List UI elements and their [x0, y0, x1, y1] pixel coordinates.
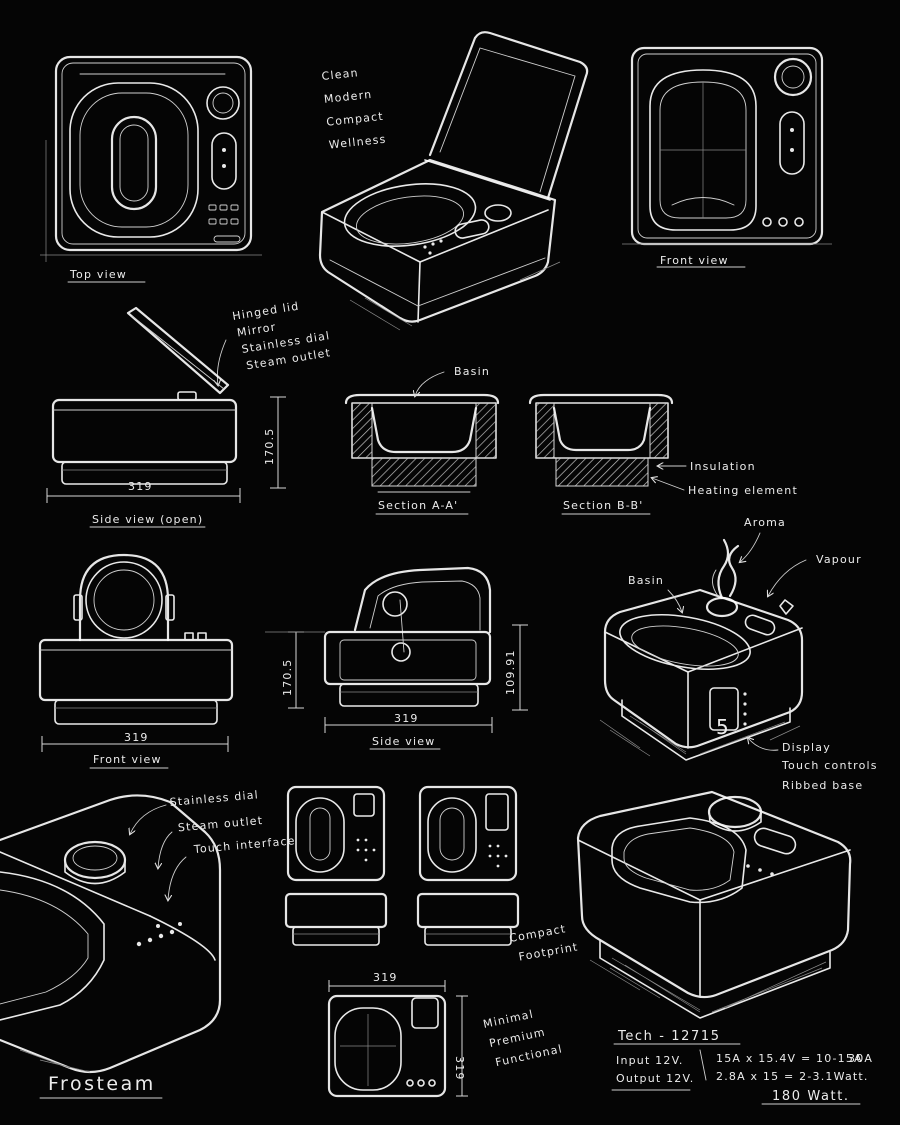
- concept-word-compact: Compact: [326, 110, 385, 129]
- note-mirror: Mirror: [236, 320, 277, 339]
- note-closeup-steam-outlet: Steam outlet: [177, 814, 263, 834]
- note-section-basin: Basin: [454, 365, 490, 378]
- section-a-sketch: [344, 393, 500, 515]
- note-insulation: Insulation: [690, 460, 756, 473]
- dim-bottom-height: 319: [453, 1056, 466, 1081]
- large-perspective-sketch: [576, 790, 852, 1019]
- section-b-sketch: [528, 393, 674, 515]
- side-view-sketch: [265, 566, 528, 750]
- concept-word-modern: Modern: [323, 88, 373, 106]
- footprint-views-sketch: [284, 785, 520, 1098]
- note-aroma: Aroma: [744, 516, 786, 529]
- dim-side-height: 170.5: [281, 659, 294, 697]
- note-basin: Basin: [628, 574, 664, 587]
- dim-front-width: 319: [124, 731, 149, 744]
- tech-watt: 180 Watt.: [772, 1089, 850, 1104]
- front-view-mid-label: Front view: [93, 753, 162, 766]
- side-view-open-label: Side view (open): [92, 513, 203, 526]
- dim-side-width: 319: [394, 712, 419, 725]
- dim-side-inner-height: 109.91: [504, 649, 517, 695]
- open-lid-perspective-sketch: [318, 31, 589, 331]
- note-display: Display: [782, 741, 831, 754]
- closeup-sketch: [0, 794, 222, 1074]
- concept-word-wellness: Wellness: [328, 133, 387, 152]
- dim-bottom-width: 319: [373, 971, 398, 984]
- tech-line2: 2.8A x 15 = 2-3.1Watt.: [716, 1070, 869, 1083]
- perspective-display-sketch: [599, 538, 804, 761]
- side-view-open-sketch: [46, 306, 286, 528]
- top-view-label: Top view: [69, 268, 127, 281]
- note-minimal: Minimal: [482, 1008, 535, 1031]
- display-digit: 5: [716, 715, 730, 739]
- tech-line1b: 30A: [848, 1052, 873, 1065]
- note-vapour: Vapour: [816, 553, 862, 566]
- brand-wordmark: Frosteam: [48, 1073, 156, 1095]
- note-closeup-touch-interface: Touch interface: [192, 834, 296, 856]
- note-footprint: Footprint: [518, 940, 580, 963]
- note-touch-controls: Touch controls: [781, 759, 878, 772]
- tech-title: Tech - 12715: [617, 1029, 721, 1044]
- side-view-label: Side view: [372, 735, 435, 748]
- note-closeup-stainless-dial: Stainless dial: [169, 788, 259, 809]
- note-hinged-lid: Hinged lid: [231, 300, 300, 323]
- front-view-top-label: Front view: [660, 254, 729, 267]
- tech-line1: 15A x 15.4V = 10-15A: [716, 1052, 863, 1065]
- dim-side-open-width: 319: [128, 480, 153, 493]
- tech-output: Output 12V.: [616, 1072, 695, 1085]
- front-view-mid-sketch: [38, 553, 234, 769]
- tech-notes: [611, 1043, 861, 1105]
- note-heating-element: Heating element: [688, 484, 798, 497]
- section-a-label: Section A-A': [378, 499, 458, 512]
- section-b-label: Section B-B': [563, 499, 643, 512]
- tech-input: Input 12V.: [616, 1054, 684, 1067]
- dim-side-open-height: 170.5: [263, 428, 276, 466]
- concept-word-clean: Clean: [321, 66, 359, 83]
- note-ribbed-base: Ribbed base: [782, 779, 863, 792]
- top-view-sketch: [40, 55, 262, 283]
- front-view-top-sketch: [622, 46, 832, 268]
